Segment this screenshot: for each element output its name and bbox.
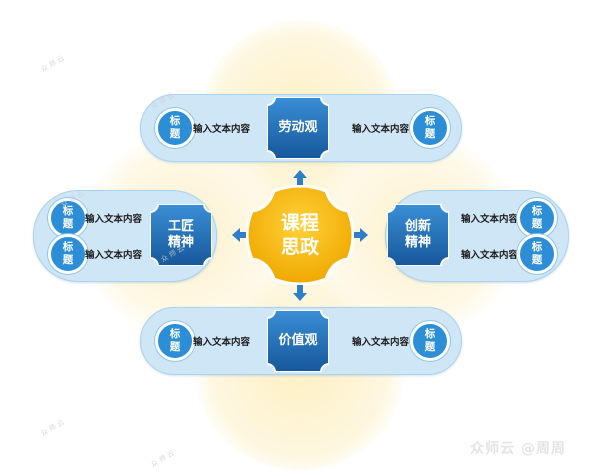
bottom-right-title-tag: 标题: [410, 321, 450, 361]
top-left-title-tag: 标题: [155, 108, 195, 148]
arrow-up-icon: [293, 170, 307, 186]
right-title-tag-2: 标题: [517, 234, 557, 274]
brand-watermark: 众师云 @周周: [470, 441, 566, 457]
bottom-right-text: 输入文本内容: [352, 337, 410, 348]
top-left-text: 输入文本内容: [193, 124, 251, 135]
bottom-left-title-tag: 标题: [155, 321, 195, 361]
node-craftsmanship: 工匠精神: [150, 204, 212, 266]
center-node: 课程思政: [245, 184, 355, 286]
watermark: 众 师 云: [39, 418, 66, 438]
right-text-2: 输入文本内容: [461, 250, 519, 261]
node-values-label: 价值观: [278, 333, 318, 348]
node-values: 价值观: [267, 310, 329, 372]
arrow-right-icon: [352, 228, 368, 242]
node-labor: 劳动观: [267, 97, 329, 159]
arrow-left-icon: [232, 228, 248, 242]
node-craftsmanship-label: 工匠精神: [167, 219, 194, 250]
arrow-down-icon: [293, 285, 307, 301]
watermark: 众 师 云: [39, 54, 66, 74]
left-title-tag-2: 标题: [48, 234, 88, 274]
node-labor-label: 劳动观: [278, 120, 318, 135]
right-text-1: 输入文本内容: [461, 214, 519, 225]
right-title-tag-1: 标题: [517, 198, 557, 238]
left-text-1: 输入文本内容: [85, 214, 143, 225]
node-innovation: 创新精神: [387, 204, 449, 266]
left-text-2: 输入文本内容: [85, 250, 143, 261]
top-right-text: 输入文本内容: [352, 124, 410, 135]
watermark: 众 师 云: [149, 449, 176, 469]
top-right-title-tag: 标题: [410, 108, 450, 148]
node-innovation-label: 创新精神: [404, 219, 431, 250]
bottom-left-text: 输入文本内容: [193, 337, 251, 348]
center-label: 课程思政: [280, 212, 319, 258]
